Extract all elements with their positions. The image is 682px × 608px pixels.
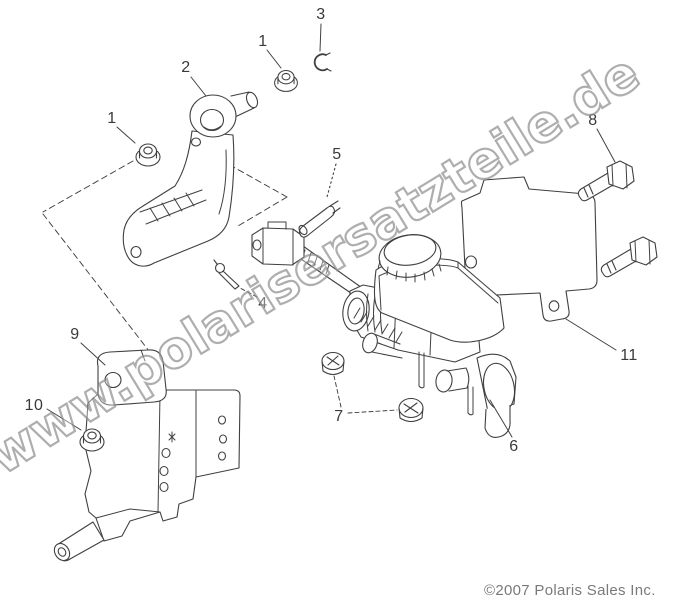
- callout-1-upper: 1: [258, 33, 268, 50]
- part-5-clevis-pin: [298, 200, 341, 238]
- reservoir-cap: [377, 234, 442, 283]
- boot-spring: [353, 307, 403, 343]
- part-7-dust-cap-right: [398, 397, 424, 423]
- callout-4: 4: [258, 295, 268, 312]
- part-9-mount-bracket: [53, 349, 241, 562]
- alignment-axis-lines: [42, 154, 288, 352]
- callout-10: 10: [24, 397, 44, 414]
- callout-6: 6: [509, 438, 519, 455]
- banjo-fitting: [435, 367, 470, 393]
- part-4-cotter-pin: [213, 259, 240, 290]
- part-6-master-cylinder: [342, 234, 517, 438]
- callout-9: 9: [70, 326, 80, 343]
- callout-3: 3: [316, 6, 326, 23]
- callout-8: 8: [588, 112, 598, 129]
- part-2-brake-pedal: [122, 91, 259, 267]
- callout-11: 11: [620, 347, 638, 364]
- callout-leader-lines: [46, 23, 617, 438]
- reservoir: [373, 258, 505, 343]
- part-3-retaining-clip: [313, 52, 332, 72]
- copyright-text: ©2007 Polaris Sales Inc.: [484, 582, 656, 599]
- mounting-studs: [418, 351, 474, 416]
- outlet-port: [476, 353, 517, 438]
- callout-5: 5: [332, 146, 342, 163]
- part-1-nut-left: [135, 143, 161, 167]
- side-port: [362, 332, 403, 359]
- callout-1-left: 1: [107, 110, 117, 127]
- callout-2: 2: [181, 59, 191, 76]
- part-7-dust-cap-left: [321, 351, 345, 376]
- callout-7: 7: [334, 408, 344, 425]
- part-1-nut-upper: [274, 69, 298, 92]
- part-8-bolt-lower: [600, 236, 658, 278]
- part-8-bolt-upper: [577, 160, 635, 202]
